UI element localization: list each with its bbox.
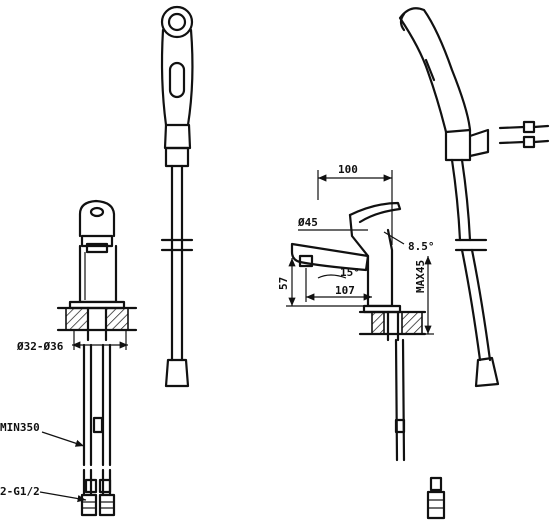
width-top-label: 100 xyxy=(338,163,358,176)
spout-height-label: 57 xyxy=(277,277,290,290)
faucet-side-view xyxy=(286,170,446,520)
spout-diameter-label: Ø45 xyxy=(297,216,318,229)
hose-min-label: MIN350 xyxy=(0,421,40,434)
mounting-screws xyxy=(498,120,550,149)
spout-angle-label: 15° xyxy=(340,266,360,279)
hole-diameter-label: Ø32-Ø36 xyxy=(16,340,64,353)
tilt-angle-label: 8.5° xyxy=(408,240,435,253)
faucet-front-view xyxy=(39,199,138,517)
reach-label: 107 xyxy=(335,284,355,297)
max-thickness-label: MAX45 xyxy=(414,260,427,293)
thread-label: 2-G1/2 xyxy=(0,485,40,498)
hand-shower-front xyxy=(160,5,194,388)
hand-shower-side xyxy=(398,7,500,388)
